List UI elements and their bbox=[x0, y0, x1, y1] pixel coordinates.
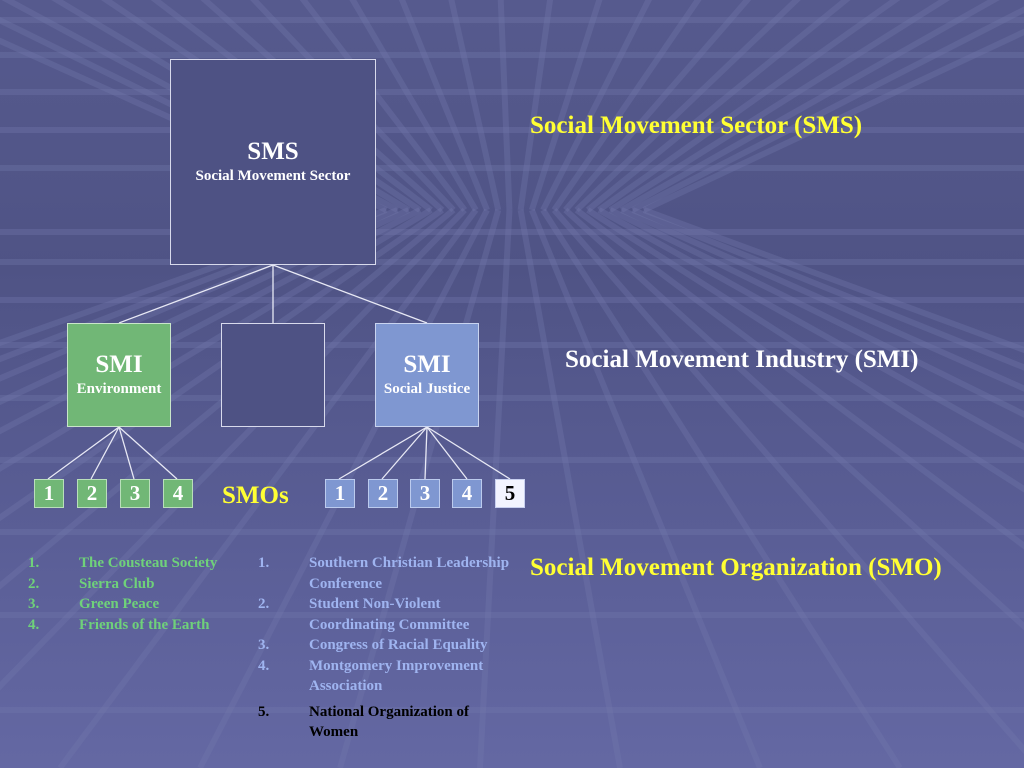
list-item: 3. Green Peace bbox=[28, 594, 243, 615]
smo-social-justice-2: 2 bbox=[368, 479, 398, 508]
list-item-text: The Cousteau Society bbox=[79, 555, 218, 571]
list-item-number: 1. bbox=[258, 555, 270, 571]
list-item-text: Friends of the Earth bbox=[79, 616, 210, 633]
connector-soc-smo-3 bbox=[424, 426, 428, 480]
smi-social-justice-title: SMI bbox=[403, 351, 451, 378]
sms-box-title: SMS bbox=[247, 138, 299, 165]
sms-box-subtitle: Social Movement Sector bbox=[195, 168, 351, 184]
connector-env-smo-3 bbox=[118, 426, 135, 480]
list-item: 1. The Cousteau Society bbox=[28, 553, 243, 574]
connector-soc-smo-2 bbox=[381, 426, 428, 480]
list-item: 3. Congress of Racial Equality bbox=[258, 635, 518, 656]
environment-organization-list: 1. The Cousteau Society 2. Sierra Club 3… bbox=[28, 553, 243, 635]
connector-soc-smo-1 bbox=[338, 426, 428, 480]
connector-sms-smi-social-justice bbox=[272, 264, 428, 324]
list-item-number: 1. bbox=[28, 555, 40, 571]
list-item-text: National Organization of Women bbox=[309, 703, 469, 741]
list-item-text: Montgomery Improvement Association bbox=[309, 657, 484, 695]
connector-env-smo-2 bbox=[90, 426, 120, 480]
smo-social-justice-3: 3 bbox=[410, 479, 440, 508]
list-item-text: Sierra Club bbox=[79, 575, 155, 592]
list-item: 4. Montgomery Improvement Association bbox=[258, 656, 518, 697]
smi-social-justice-box: SMI Social Justice bbox=[375, 323, 479, 427]
list-item-number: 3. bbox=[258, 637, 270, 653]
level-label-smo: Social Movement Organization (SMO) bbox=[530, 554, 942, 581]
smi-empty-box bbox=[221, 323, 325, 427]
smo-environment-2: 2 bbox=[77, 479, 107, 508]
list-item-text: Southern Christian Leadership Conference bbox=[309, 555, 510, 592]
smi-environment-title: SMI bbox=[95, 351, 143, 378]
connector-env-smo-4 bbox=[118, 426, 178, 480]
smo-social-justice-1: 1 bbox=[325, 479, 355, 508]
list-item-text: Green Peace bbox=[79, 596, 160, 612]
level-label-sms: Social Movement Sector (SMS) bbox=[530, 112, 863, 139]
level-label-smi: Social Movement Industry (SMI) bbox=[565, 346, 919, 373]
social-justice-organization-list: 1. Southern Christian Leadership Confere… bbox=[258, 553, 518, 743]
list-item: 1. Southern Christian Leadership Confere… bbox=[258, 553, 518, 594]
smo-social-justice-5: 5 bbox=[495, 479, 525, 508]
list-item: 2. Student Non-Violent Coordinating Comm… bbox=[258, 594, 518, 635]
smi-environment-subtitle: Environment bbox=[76, 381, 162, 397]
list-item: 4. Friends of the Earth bbox=[28, 615, 243, 636]
smi-social-justice-subtitle: Social Justice bbox=[383, 381, 471, 397]
smi-environment-box: SMI Environment bbox=[67, 323, 171, 427]
list-item: 2. Sierra Club bbox=[28, 574, 243, 595]
smos-label: SMOs bbox=[222, 482, 289, 509]
list-item-number: 5. bbox=[258, 703, 270, 720]
list-item-text: Student Non-Violent Coordinating Committ… bbox=[309, 596, 470, 633]
smo-environment-4: 4 bbox=[163, 479, 193, 508]
list-item-text: Congress of Racial Equality bbox=[309, 637, 488, 653]
list-item-number: 4. bbox=[28, 616, 40, 633]
sms-box: SMS Social Movement Sector bbox=[170, 59, 376, 265]
list-item: 5. National Organization of Women bbox=[258, 702, 518, 743]
smo-environment-1: 1 bbox=[34, 479, 64, 508]
smo-environment-3: 3 bbox=[120, 479, 150, 508]
list-item-number: 3. bbox=[28, 596, 40, 612]
connector-env-smo-1 bbox=[47, 426, 120, 480]
list-item-number: 2. bbox=[28, 575, 40, 592]
list-item-number: 2. bbox=[258, 596, 270, 612]
connector-sms-smi-environment bbox=[118, 264, 274, 324]
smo-social-justice-4: 4 bbox=[452, 479, 482, 508]
connector-soc-smo-4 bbox=[426, 426, 468, 480]
list-item-number: 4. bbox=[258, 657, 270, 674]
connector-soc-smo-5 bbox=[426, 426, 511, 480]
